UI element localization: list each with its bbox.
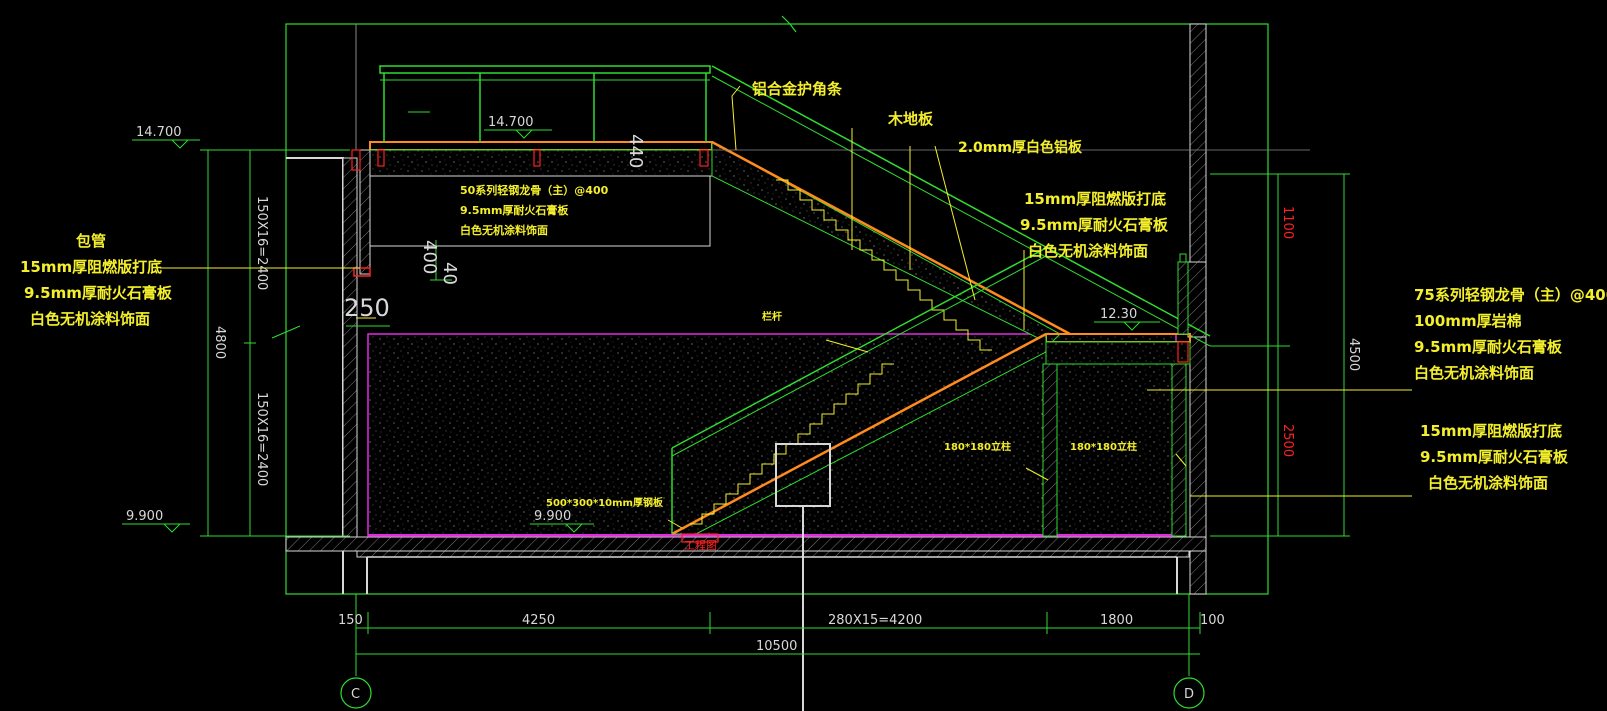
under-stair-enclosure xyxy=(367,333,1177,537)
leader-lines xyxy=(160,85,1412,529)
axis-label-c: C xyxy=(351,687,360,702)
label-red-tag: 工程图 xyxy=(684,539,717,552)
label-fire-board-2: 15mm厚阻燃版打底 xyxy=(20,258,162,276)
axis-label-d: D xyxy=(1184,687,1194,702)
label-paint-3: 白色无机涂料饰面 xyxy=(460,223,548,237)
label-wrap-pipe: 包管 xyxy=(76,232,106,250)
dim-right-lower: 2500 xyxy=(1280,424,1295,457)
dim-bottom-3: 280X15=4200 xyxy=(828,613,922,628)
dim-beam-height: 440 xyxy=(625,134,646,168)
label-paint-5: 白色无机涂料饰面 xyxy=(1428,474,1548,492)
dim-bottom-5: 100 xyxy=(1200,613,1225,628)
label-gypsum-3: 9.5mm厚耐火石膏板 xyxy=(460,203,569,217)
dim-beam-drop: 400 xyxy=(419,240,440,274)
lower-flight xyxy=(671,247,1047,543)
right-wall xyxy=(1187,23,1207,595)
building-outline xyxy=(285,15,1269,595)
left-wall xyxy=(286,157,358,594)
label-railing: 栏杆 xyxy=(762,310,782,323)
label-paint-2: 白色无机涂料饰面 xyxy=(30,310,150,328)
label-gypsum-4: 9.5mm厚耐火石膏板 xyxy=(1414,338,1563,356)
label-column-1: 180*180立柱 xyxy=(944,440,1011,453)
dim-beam-drop2: 40 xyxy=(439,262,460,285)
label-column-2: 180*180立柱 xyxy=(1070,440,1137,453)
label-keel-50: 50系列轻钢龙骨（主）@400 xyxy=(460,183,609,197)
label-aluminum-plate: 2.0mm厚白色铝板 xyxy=(958,139,1083,156)
label-fire-board-3: 15mm厚阻燃版打底 xyxy=(1420,422,1562,440)
dim-bottom-total: 10500 xyxy=(756,639,797,654)
level-bottom-left: 9.900 xyxy=(126,509,163,524)
level-bottom-inner: 9.900 xyxy=(534,509,571,524)
dim-left-total: 4800 xyxy=(212,326,227,359)
dim-right-total: 4500 xyxy=(1346,338,1361,371)
dim-wall-thk: 250 xyxy=(344,294,390,322)
detail-callout xyxy=(775,443,831,711)
level-top-inner: 14.700 xyxy=(488,115,534,130)
dim-left-upper: 150X16=2400 xyxy=(254,196,269,290)
label-rock-wool: 100mm厚岩棉 xyxy=(1414,312,1522,330)
upper-railing xyxy=(379,65,1211,347)
label-gypsum-1: 9.5mm厚耐火石膏板 xyxy=(1020,216,1169,234)
label-aluminum-edge: 铝合金护角条 xyxy=(752,80,843,98)
dim-bottom-1: 150 xyxy=(338,613,363,628)
label-paint-1: 白色无机涂料饰面 xyxy=(1028,242,1148,260)
label-steel-plate: 500*300*10mm厚钢板 xyxy=(546,496,664,509)
floor-slab xyxy=(285,536,1207,594)
dim-bottom-2: 4250 xyxy=(522,613,555,628)
label-wood-floor: 木地板 xyxy=(887,110,934,128)
dim-bottom-4: 1800 xyxy=(1100,613,1133,628)
axis-bubbles xyxy=(340,594,1205,709)
label-keel-75: 75系列轻钢龙骨（主）@400 xyxy=(1414,286,1607,304)
dim-left-lower: 150X16=2400 xyxy=(254,392,269,486)
label-paint-4: 白色无机涂料饰面 xyxy=(1414,364,1534,382)
label-gypsum-5: 9.5mm厚耐火石膏板 xyxy=(1420,448,1569,466)
columns xyxy=(1042,363,1187,537)
level-top-left: 14.700 xyxy=(136,125,182,140)
dim-right-upper: 1100 xyxy=(1280,206,1295,239)
label-fire-board-1: 15mm厚阻燃版打底 xyxy=(1024,190,1166,208)
dimension-lines xyxy=(122,129,1350,672)
level-landing: 12.30 xyxy=(1100,307,1137,322)
label-gypsum-2: 9.5mm厚耐火石膏板 xyxy=(24,284,173,302)
